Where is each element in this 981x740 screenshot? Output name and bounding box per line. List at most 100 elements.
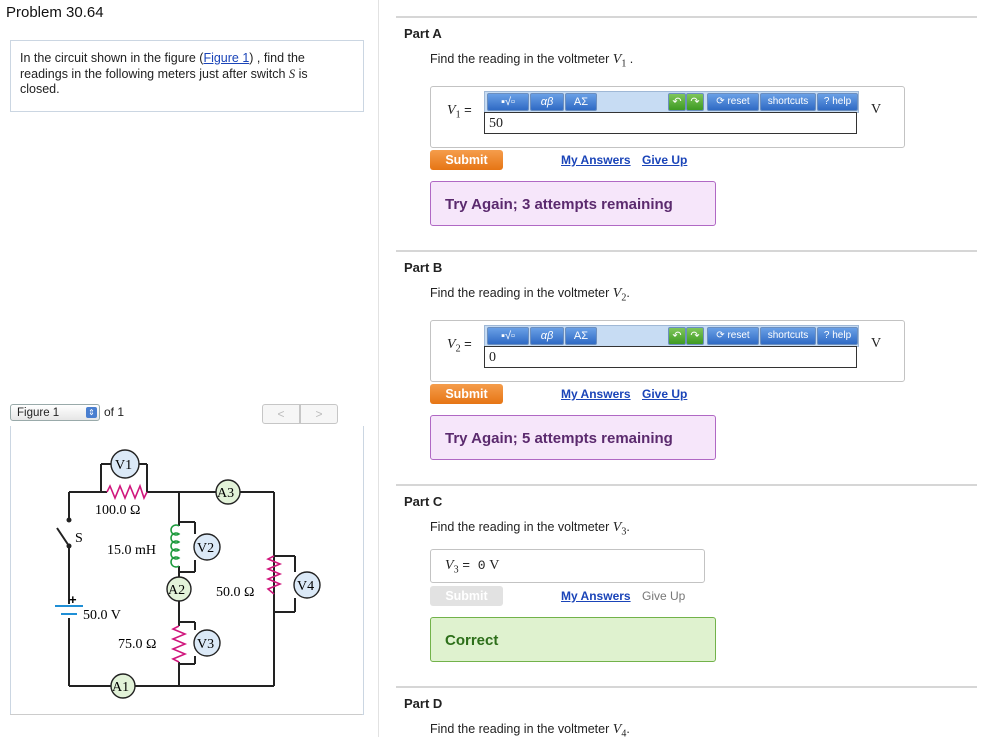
part-a-answer-input[interactable]: 50 [484,112,857,134]
part-b-my-answers-link[interactable]: My Answers [561,387,631,401]
figure-navigation: Figure 1 ⇕ of 1 < > [10,404,362,424]
problem-prompt: In the circuit shown in the figure (Figu… [20,51,350,98]
question-variable: V [612,520,622,535]
battery-gap [67,607,71,613]
greek-button[interactable]: αβ [530,327,564,345]
shortcuts-button[interactable]: shortcuts [760,327,816,345]
meter-v4-label: V4 [297,579,314,594]
part-c-feedback: Correct [430,617,716,662]
part-d-rule [396,686,977,688]
template-button[interactable]: ▪√▫ [487,93,529,111]
switch-contact [66,543,72,549]
part-a-submit-button[interactable]: Submit [430,150,503,170]
undo-icon[interactable]: ↶ [668,327,686,345]
battery-symbol [55,605,83,615]
answer-unit: V [871,336,882,351]
circuit-wires [56,463,296,687]
part-b-submit-button[interactable]: Submit [430,384,503,404]
question-end: . [626,52,634,66]
question-subscript: 4 [621,728,627,740]
answer-label: V1 = [447,102,472,121]
question-subscript: 3 [621,526,627,538]
answer-subscript: 2 [455,343,461,355]
circuit-diagram: V1 A3 V2 A2 V3 V4 A1 100.0 Ω 15.0 mH 50. [55,449,321,699]
part-c-rule [396,484,977,486]
part-b-give-up-link[interactable]: Give Up [642,387,688,401]
part-b-rule [396,250,977,252]
redo-icon[interactable]: ↷ [686,93,704,111]
battery-plus-label: + [69,592,77,607]
symbols-button[interactable]: ΑΣ [565,327,597,345]
answer-subscript: 1 [455,109,461,121]
prompt-text: ) , find the readings in the following m… [20,51,305,81]
question-text: Find the reading in the voltmeter [430,286,610,300]
meter-v2: V2 [193,533,221,561]
part-c-submit-button: Submit [430,586,503,606]
question-subscript: 1 [621,58,627,70]
part-b-question: Find the reading in the voltmeter V2. [430,286,630,304]
part-a-my-answers-link[interactable]: My Answers [561,153,631,167]
help-button[interactable]: ? help [817,93,858,111]
meter-a3-label: A3 [217,486,234,501]
figure-count: of 1 [104,405,125,419]
reset-button[interactable]: ⟳ reset [707,327,759,345]
part-a-question: Find the reading in the voltmeter V1 . [430,52,633,70]
question-end: . [626,286,630,300]
part-b-answer-box: V2 = ▪√▫ αβ ΑΣ ↶ ↷ ⟳ reset shortcuts ? h… [430,320,905,382]
question-variable: V [612,722,622,737]
part-d-question: Find the reading in the voltmeter V4. [430,722,630,740]
switch-label: S [75,531,83,546]
part-b-answer-input[interactable]: 0 [484,346,857,368]
reset-button[interactable]: ⟳ reset [707,93,759,111]
answer-label: V2 = [447,336,472,355]
help-button[interactable]: ? help [817,327,858,345]
question-subscript: 2 [621,292,627,304]
meter-a1-label: A1 [112,680,129,695]
meter-a3: A3 [215,479,241,505]
part-a-give-up-link[interactable]: Give Up [642,153,688,167]
resistor-100-label: 100.0 Ω [95,503,140,518]
column-divider [378,0,379,737]
next-figure-button[interactable]: > [300,404,338,424]
meter-v3: V3 [193,629,221,657]
part-b-feedback: Try Again; 5 attempts remaining [430,415,716,460]
math-toolbar: ▪√▫ αβ ΑΣ ↶ ↷ ⟳ reset shortcuts ? help [484,91,859,113]
question-text: Find the reading in the voltmeter [430,52,610,66]
question-variable: V [612,52,622,67]
undo-icon[interactable]: ↶ [668,93,686,111]
question-variable: V [612,286,622,301]
answer-subscript: 3 [453,564,459,576]
prev-figure-button[interactable]: < [262,404,300,424]
part-a-rule [396,16,977,18]
part-c-answer-box: V3 = 0 V [430,549,705,583]
template-button[interactable]: ▪√▫ [487,327,529,345]
figure-select[interactable]: Figure 1 ⇕ [10,404,100,421]
resistor-50-symbol [265,555,283,595]
part-b-title: Part B [404,260,443,275]
resistor-75-label: 75.0 Ω [118,637,156,652]
problem-title: Problem 30.64 [6,4,104,21]
part-c-my-answers-link[interactable]: My Answers [561,589,631,603]
redo-icon[interactable]: ↷ [686,327,704,345]
inductor-symbol [170,524,181,568]
shortcuts-button[interactable]: shortcuts [760,93,816,111]
meter-v4: V4 [293,571,321,599]
help-label: help [832,96,852,107]
figure-select-value: Figure 1 [17,407,60,419]
answer-variable: V [447,337,456,352]
figure-link[interactable]: Figure 1 [203,51,250,65]
help-label: help [832,330,852,341]
figure-frame: V1 A3 V2 A2 V3 V4 A1 100.0 Ω 15.0 mH 50. [10,426,364,715]
resistor-100-symbol [106,483,148,501]
meter-a2-label: A2 [168,583,185,598]
part-a-answer-box: V1 = ▪√▫ αβ ΑΣ ↶ ↷ ⟳ reset shortcuts ? h… [430,86,905,148]
question-text: Find the reading in the voltmeter [430,722,610,736]
prompt-text: is closed. [20,66,308,97]
greek-button[interactable]: αβ [530,93,564,111]
symbols-button[interactable]: ΑΣ [565,93,597,111]
question-end: . [626,722,630,736]
answer-variable: V [447,103,456,118]
question-text: Find the reading in the voltmeter [430,520,610,534]
meter-a1: A1 [110,673,136,699]
part-d-title: Part D [404,696,443,711]
